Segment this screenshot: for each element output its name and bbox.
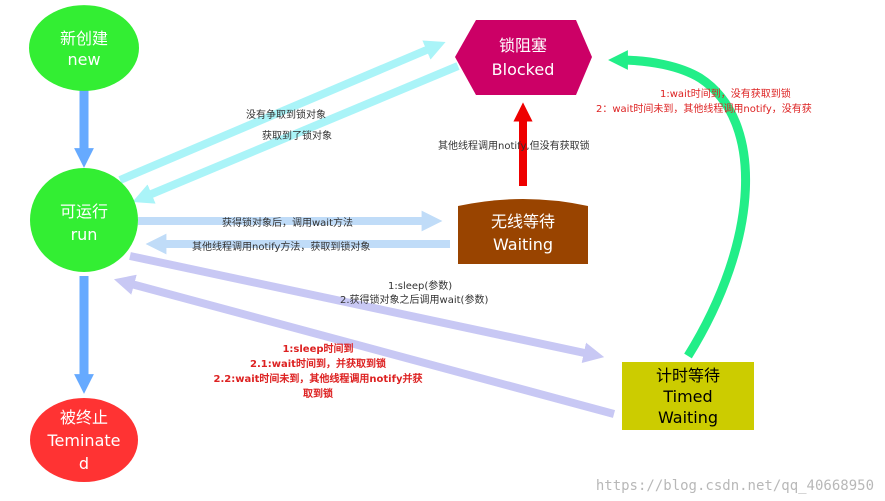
label-timed-back-1: 1:sleep时间到 — [282, 342, 353, 355]
label-got-lock: 获取到了锁对象 — [262, 129, 332, 142]
state-blocked-label: 锁阻塞 — [499, 36, 547, 55]
state-blocked-sublabel: Blocked — [492, 60, 555, 79]
state-waiting: 无线等待 Waiting — [458, 199, 588, 264]
state-timed-sublabel-2: Waiting — [658, 408, 718, 427]
state-new-label: 新创建 — [60, 29, 108, 48]
label-timed-back-2: 2.1:wait时间到，并获取到锁 — [250, 357, 386, 370]
state-run-sublabel: run — [71, 225, 98, 244]
state-terminated-label: 被终止 — [60, 408, 108, 427]
state-terminated: 被终止 Teminate d — [30, 398, 138, 482]
label-timed-blocked-1: 1:wait时间到，没有获取到锁 — [660, 87, 791, 100]
arrow-timed-to-blocked — [608, 50, 751, 359]
state-terminated-sublabel: Teminate — [47, 431, 121, 450]
label-sleep-1: 1:sleep(参数) — [388, 279, 452, 292]
label-timed-back-3: 2.2:wait时间未到，其他线程调用notify并获 — [214, 372, 423, 385]
label-sleep-2: 2.获得锁对象之后调用wait(参数) — [340, 293, 488, 306]
label-no-lock: 没有争取到锁对象 — [246, 108, 326, 121]
state-timed-label: 计时等待 — [656, 366, 720, 385]
label-timed-back-4: 取到锁 — [303, 387, 333, 400]
watermark: https://blog.csdn.net/qq_40668950 — [596, 478, 874, 494]
arrow-blocked-to-run — [132, 62, 460, 204]
label-notify-get-lock: 其他线程调用notify方法，获取到锁对象 — [192, 240, 370, 253]
arrow-run-to-timed — [129, 252, 605, 364]
state-run: 可运行 run — [30, 168, 138, 272]
state-terminated-sublabel-2: d — [79, 454, 89, 473]
state-timed-waiting: 计时等待 Timed Waiting — [622, 362, 754, 430]
label-wait-call: 获得锁对象后，调用wait方法 — [222, 216, 353, 229]
state-waiting-sublabel: Waiting — [493, 235, 553, 254]
state-run-label: 可运行 — [60, 202, 108, 221]
label-notify-no-lock: 其他线程调用notify,但没有获取锁 — [438, 139, 590, 152]
state-new-sublabel: new — [67, 50, 100, 69]
state-new: 新创建 new — [29, 5, 139, 91]
arrow-run-to-blocked — [118, 40, 446, 184]
arrow-timed-to-run — [113, 274, 616, 418]
label-timed-blocked-2: 2：wait时间未到，其他线程调用notify，没有获 — [596, 102, 812, 115]
state-timed-sublabel: Timed — [662, 387, 712, 406]
state-blocked: 锁阻塞 Blocked — [455, 20, 592, 95]
state-waiting-label: 无线等待 — [491, 212, 555, 231]
